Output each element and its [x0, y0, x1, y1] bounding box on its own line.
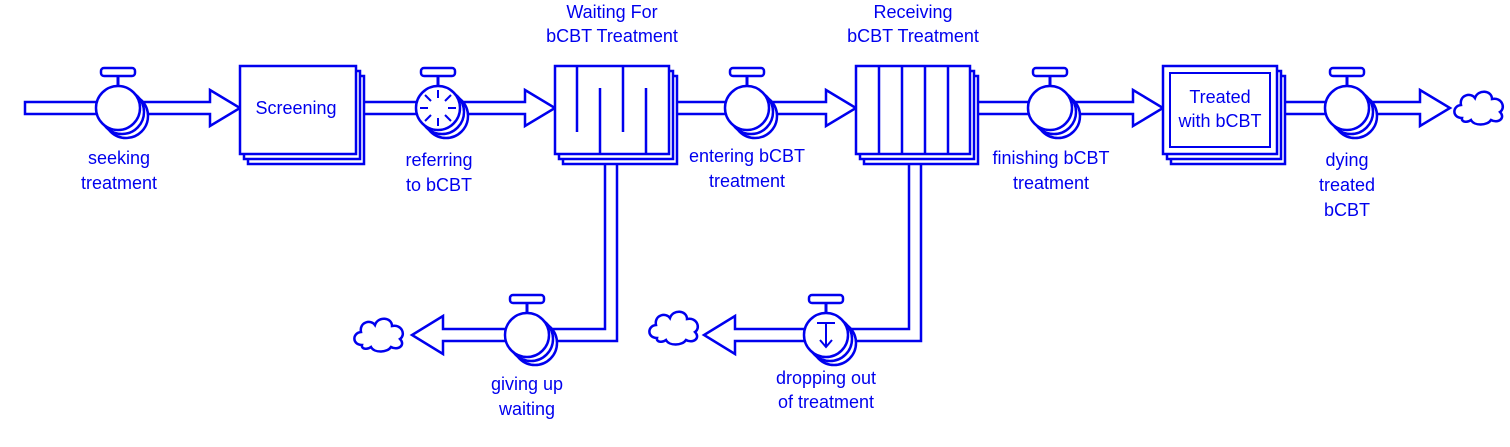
- entering-label-line2: treatment: [709, 171, 785, 191]
- finishing-label-line1: finishing bCBT: [992, 148, 1109, 168]
- sink-cloud-icon: [353, 317, 405, 353]
- waiting-label-line2: bCBT Treatment: [546, 26, 678, 46]
- dropping-out-label-line2: of treatment: [778, 392, 874, 412]
- waiting-label-line1: Waiting For: [566, 2, 657, 22]
- entering-valve[interactable]: [723, 66, 779, 140]
- screening-stock[interactable]: Screening: [238, 64, 366, 166]
- seeking-valve[interactable]: [94, 66, 150, 140]
- dying-label-line1: dying: [1325, 150, 1368, 170]
- finishing-valve[interactable]: [1026, 66, 1082, 140]
- finishing-label-line2: treatment: [1013, 173, 1089, 193]
- referring-label-line2: to bCBT: [406, 175, 472, 195]
- receiving-label-line1: Receiving: [873, 2, 952, 22]
- serpentine-icon: [575, 66, 648, 154]
- treated-label-line1: Treated: [1189, 87, 1250, 107]
- screening-label: Screening: [255, 98, 336, 118]
- dropping-out-label-line1: dropping out: [776, 368, 876, 388]
- treated-label-line2: with bCBT: [1177, 111, 1261, 131]
- receiving-stock[interactable]: Receiving bCBT Treatment: [847, 2, 980, 166]
- source-cloud-icon: [1453, 90, 1505, 126]
- dying-label-line2: treated: [1319, 175, 1375, 195]
- giving-up-label-line2: waiting: [498, 399, 555, 419]
- down-arrow-icon: [817, 322, 835, 349]
- entering-label-line1: entering bCBT: [689, 146, 805, 166]
- conveyor-icon: [877, 66, 950, 154]
- receiving-label-line2: bCBT Treatment: [847, 26, 979, 46]
- treated-stock[interactable]: Treated with bCBT: [1161, 64, 1287, 166]
- delay-dial-icon: [420, 90, 456, 126]
- dying-valve[interactable]: [1323, 66, 1379, 140]
- seeking-label-line1: seeking: [88, 148, 150, 168]
- referring-valve[interactable]: [414, 66, 470, 140]
- seeking-label-line2: treatment: [81, 173, 157, 193]
- dropping-out-valve[interactable]: [802, 293, 858, 367]
- giving-up-label-line1: giving up: [491, 374, 563, 394]
- dying-label-line3: bCBT: [1324, 200, 1370, 220]
- inner-frame: [1169, 72, 1271, 148]
- giving-up-valve[interactable]: [503, 293, 559, 367]
- waiting-stock[interactable]: Waiting For bCBT Treatment: [546, 2, 679, 166]
- referring-label-line1: referring: [405, 150, 472, 170]
- sink-cloud-icon: [648, 310, 700, 346]
